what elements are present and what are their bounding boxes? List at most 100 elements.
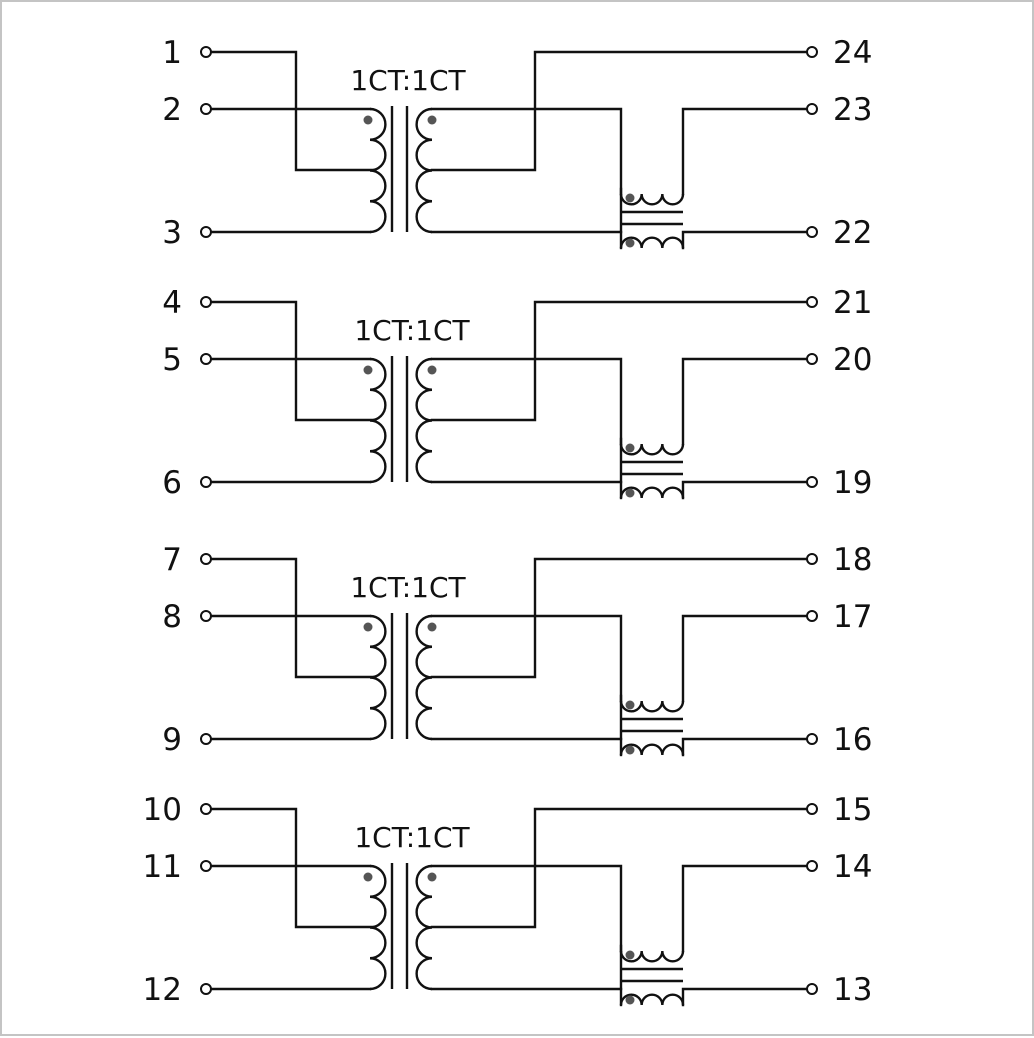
pin-number-left: 3: [162, 215, 182, 251]
wire-secondary-bottom: [430, 437, 623, 484]
choke-winding-bottom: [619, 993, 685, 1006]
pin-terminal: [806, 860, 818, 872]
pin-terminal: [200, 553, 212, 565]
choke-winding-top: [619, 700, 685, 713]
polarity-dot: [625, 193, 635, 203]
wire-choke-bottom-out: [681, 737, 809, 757]
pin-terminal: [200, 103, 212, 115]
pin-terminal: [200, 476, 212, 488]
wire-secondary-bottom: [430, 187, 623, 234]
pin-number-left: 7: [162, 542, 182, 578]
pin-terminal: [806, 296, 818, 308]
primary-winding: [369, 864, 387, 991]
wire-choke-top-out: [681, 357, 809, 446]
pin-number-left: 1: [162, 35, 182, 71]
pin-number-right: 23: [833, 92, 872, 128]
primary-winding: [369, 107, 387, 234]
wire-secondary-bottom: [430, 694, 623, 741]
wire-primary-center-tap: [209, 557, 376, 679]
wire-primary-center-tap: [209, 807, 376, 929]
pin-number-right: 17: [833, 599, 872, 635]
pin-terminal: [200, 226, 212, 238]
polarity-dot: [625, 745, 635, 755]
secondary-winding: [415, 864, 433, 991]
pin-number-left: 9: [162, 722, 182, 758]
wire-secondary-bottom: [430, 944, 623, 991]
secondary-winding: [415, 357, 433, 484]
polarity-dot: [427, 115, 437, 125]
wire-secondary-top: [430, 864, 623, 953]
pin-terminal: [806, 610, 818, 622]
choke-winding-top: [619, 950, 685, 963]
channel-4: 1CT:1CT 10 15 11 14 12 13: [143, 792, 873, 1008]
primary-winding: [369, 614, 387, 741]
pin-number-right: 19: [833, 465, 872, 501]
wire-choke-bottom-out: [681, 480, 809, 500]
polarity-dot: [363, 872, 373, 882]
turns-ratio-label: 1CT:1CT: [354, 314, 470, 347]
pin-number-right: 13: [833, 972, 872, 1008]
wire-primary-center-tap: [209, 50, 376, 172]
polarity-dot: [625, 700, 635, 710]
pin-number-right: 18: [833, 542, 872, 578]
choke-winding-top: [619, 193, 685, 206]
polarity-dot: [625, 995, 635, 1005]
wire-choke-top-out: [681, 864, 809, 953]
pin-terminal: [806, 476, 818, 488]
pin-terminal: [806, 983, 818, 995]
polarity-dot: [625, 950, 635, 960]
polarity-dot: [427, 365, 437, 375]
wire-choke-bottom-out: [681, 987, 809, 1007]
polarity-dot: [625, 238, 635, 248]
wire-choke-top-out: [681, 614, 809, 703]
choke-winding-bottom: [619, 236, 685, 249]
pin-terminal: [200, 860, 212, 872]
polarity-dot: [363, 622, 373, 632]
pin-number-left: 10: [143, 792, 182, 828]
secondary-winding: [415, 107, 433, 234]
polarity-dot: [427, 872, 437, 882]
pin-terminal: [806, 103, 818, 115]
pin-number-right: 22: [833, 215, 872, 251]
pin-number-right: 20: [833, 342, 872, 378]
turns-ratio-label: 1CT:1CT: [350, 571, 466, 604]
choke-winding-top: [619, 443, 685, 456]
pin-number-right: 15: [833, 792, 872, 828]
pin-number-left: 11: [143, 849, 182, 885]
pin-terminal: [200, 733, 212, 745]
primary-winding: [369, 357, 387, 484]
pin-number-right: 24: [833, 35, 872, 71]
pin-terminal: [806, 733, 818, 745]
wire-secondary-center-tap: [430, 807, 809, 929]
pin-terminal: [806, 353, 818, 365]
wire-secondary-top: [430, 107, 623, 196]
polarity-dot: [625, 488, 635, 498]
wire-secondary-center-tap: [430, 557, 809, 679]
wire-choke-top-out: [681, 107, 809, 196]
pin-number-right: 14: [833, 849, 872, 885]
pin-terminal: [806, 46, 818, 58]
pin-terminal: [806, 553, 818, 565]
pin-number-left: 4: [162, 285, 182, 321]
pin-number-left: 5: [162, 342, 182, 378]
pin-terminal: [200, 610, 212, 622]
wire-primary-center-tap: [209, 300, 376, 422]
turns-ratio-label: 1CT:1CT: [354, 821, 470, 854]
polarity-dot: [363, 115, 373, 125]
pin-number-right: 16: [833, 722, 872, 758]
pin-number-left: 8: [162, 599, 182, 635]
wire-secondary-center-tap: [430, 50, 809, 172]
turns-ratio-label: 1CT:1CT: [350, 64, 466, 97]
pin-number-left: 12: [143, 972, 182, 1008]
choke-winding-bottom: [619, 486, 685, 499]
channel-3: 1CT:1CT 7 18 8 17 9 16: [162, 542, 872, 758]
secondary-winding: [415, 614, 433, 741]
wire-secondary-top: [430, 614, 623, 703]
pin-terminal: [806, 226, 818, 238]
pin-terminal: [200, 46, 212, 58]
wire-choke-bottom-out: [681, 230, 809, 250]
wire-secondary-top: [430, 357, 623, 446]
pin-number-left: 2: [162, 92, 182, 128]
